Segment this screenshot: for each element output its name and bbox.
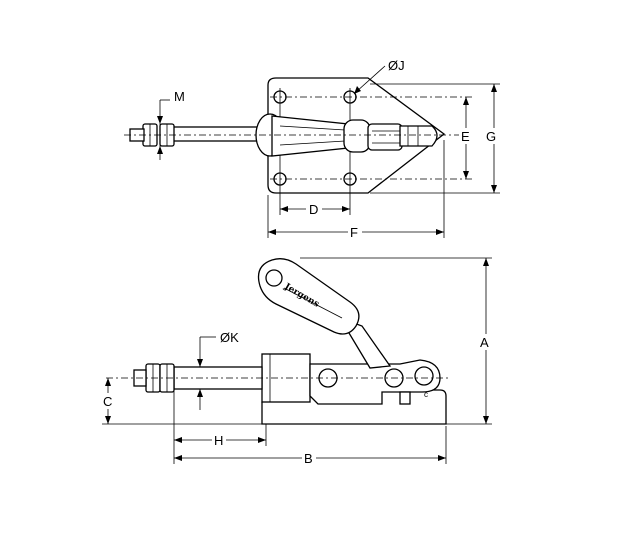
dim-label-b: B: [304, 451, 313, 466]
dim-label-h: H: [214, 433, 223, 448]
dim-label-f: F: [350, 225, 358, 240]
stop-block: [399, 391, 411, 405]
dim-label-a: A: [480, 335, 489, 350]
pivot-pin: [414, 366, 434, 386]
handle-grip: [257, 258, 360, 335]
dim-label-m: M: [174, 89, 185, 104]
dim-label-c: C: [103, 394, 112, 409]
linkage-block: [343, 119, 371, 153]
handle: Jergens: [257, 258, 392, 369]
svg-text:c: c: [424, 390, 428, 399]
dim-label-g: G: [486, 129, 496, 144]
plunger-rod: [171, 126, 265, 142]
dim-label-k: ØK: [220, 330, 239, 345]
linkage-clevis: [367, 123, 403, 151]
dim-label-e: E: [461, 129, 470, 144]
clevis-tip: [399, 125, 438, 147]
dim-label-d: D: [309, 202, 318, 217]
handle-hole: [265, 269, 283, 287]
top-view: M ØJ E G D F: [124, 58, 502, 240]
dim-label-j: ØJ: [388, 58, 405, 73]
side-view: c Jergens ØK C: [100, 257, 494, 466]
